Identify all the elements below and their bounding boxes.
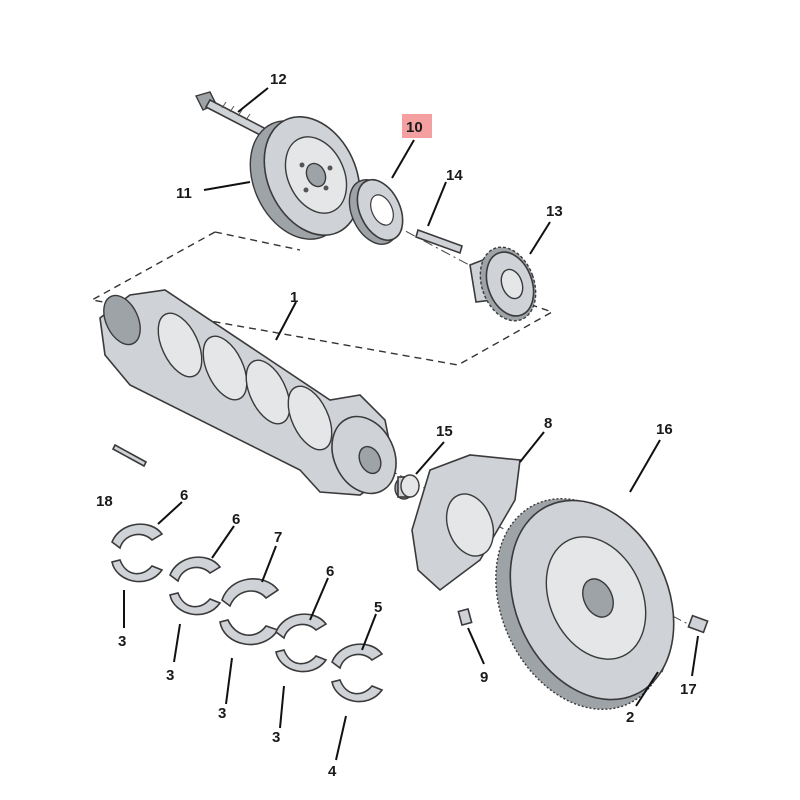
bearing-shell-lower-4 [331,679,384,703]
callout-9: 9 [480,669,488,686]
flywheel-bolt [687,614,709,634]
key-pin [415,228,463,255]
callout-7: 7 [274,529,282,546]
crankshaft-pulley [249,116,361,240]
leader-lines [123,87,699,761]
callout-2: 2 [626,709,634,726]
callout-16: 16 [656,421,673,438]
callout-3-c: 3 [218,705,226,722]
callout-18: 18 [96,493,113,510]
callout-6-c: 6 [326,563,334,580]
callout-8: 8 [544,415,552,432]
thrust-bearing-lower [219,619,280,646]
bearing-shell-upper-1 [111,523,164,550]
assembly-group-outline [89,231,554,366]
callout-14: 14 [446,167,463,184]
flywheel [495,498,675,710]
seal-ring [348,178,404,245]
callout-13: 13 [546,203,563,220]
callout-6-b: 6 [232,511,240,528]
callout-3-d: 3 [272,729,280,746]
callout-4: 4 [328,763,337,780]
callout-11: 11 [176,185,192,202]
spigot-bush [394,474,420,500]
callout-10: 10 [406,119,423,136]
bearing-shell-upper-3 [275,613,328,640]
bearing-shell-lower-3 [275,649,328,673]
callout-1: 1 [290,289,298,306]
bearing-shell-upper-4 [331,643,384,670]
callout-6-a: 6 [180,487,188,504]
callout-15: 15 [436,423,453,440]
plate-bolt [457,607,473,627]
small-pin [111,443,148,468]
callout-17: 17 [680,681,697,698]
callout-12: 12 [270,71,287,88]
crankshaft [99,289,397,496]
pulley-bolt [194,91,270,139]
timing-sprocket [469,246,537,322]
callout-5: 5 [374,599,382,616]
bearing-shell-lower-1 [111,559,164,583]
rear-cover-plate [411,454,521,592]
bearing-shell-upper-2 [169,556,222,583]
thrust-bearing-upper [221,578,280,608]
bearing-shell-lower-2 [169,592,222,616]
selected-part-highlight [402,114,432,138]
callout-3-b: 3 [166,667,174,684]
callout-3-a: 3 [118,633,126,650]
